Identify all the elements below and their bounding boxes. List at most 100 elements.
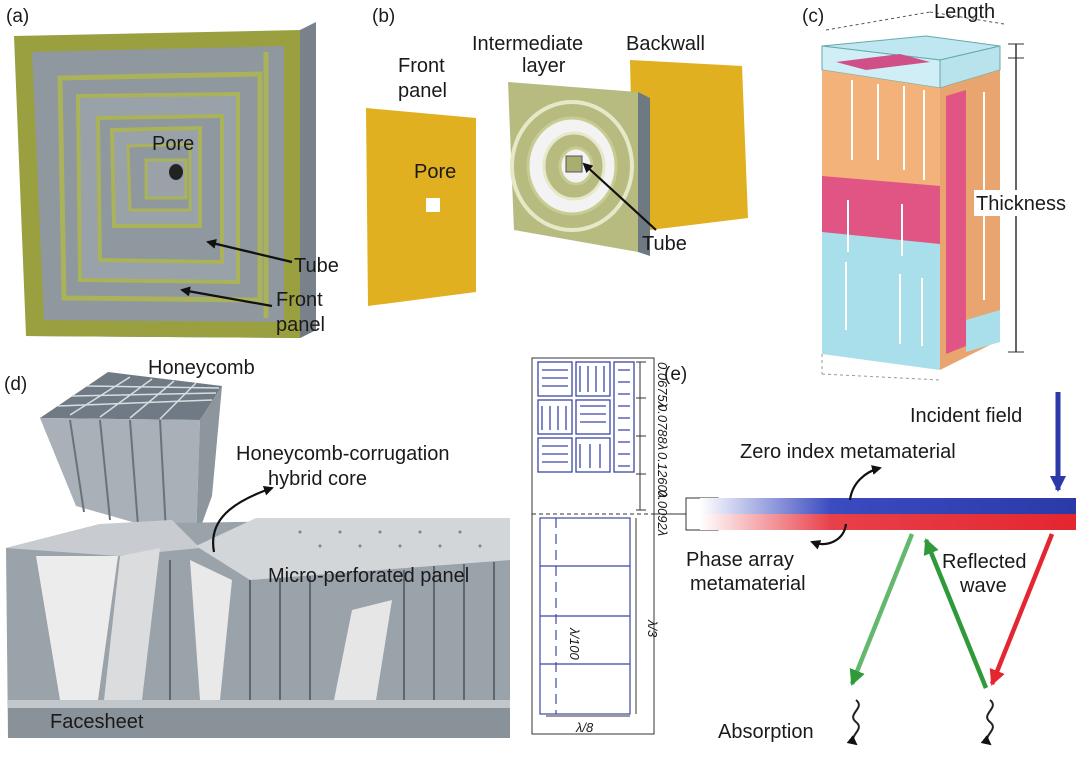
red-arrow [989,533,1055,686]
front-panel-plate [366,108,476,306]
reflected-label-1: Reflected [942,551,1027,573]
green-down-arrow [849,533,915,686]
honeycomb-rib [99,419,111,521]
panel-d: (d) Honeycomb [4,357,510,738]
perforation [318,544,322,548]
facesheet-top [8,700,510,708]
phase-array-label-2: metamaterial [690,573,806,595]
block-side [300,22,316,338]
panel-b-letter: (b) [372,6,395,27]
panel-a-pore-label: Pore [152,133,194,155]
spiral-ring [510,100,634,232]
micro-perforated-top [196,518,510,580]
panel-d-hybrid-label-1: Honeycomb-corrugation [236,443,449,465]
perforation [438,544,442,548]
panel-b: (b) Front panel Intermediate layer Backw… [366,6,748,306]
perforation [358,544,362,548]
facesheet [8,700,510,738]
panel-d-letter: (d) [4,374,27,395]
dim-lambda-8: λ/8 [575,720,594,735]
panel-e: 0.0675λ 0.0788λ 0.1260λ 0.0092λ λ/3 λ/10… [531,357,1076,746]
core-top [6,520,200,556]
dim-0.0788: 0.0788λ [655,404,670,450]
panel-c: (c) Length [802,1,1078,381]
phase-array-label-1: Phase array [686,549,794,571]
zero-index-label: Zero index metamaterial [740,441,956,463]
front-panel-arrow [180,286,273,308]
panel-b-pore-label: Pore [414,161,456,183]
panel-c-thickness-label: Thickness [976,193,1066,215]
top-grid [836,54,930,70]
intermediate-side [638,92,650,256]
panel-a-front-label-2: panel [276,314,325,336]
perforation [338,530,342,534]
panel-c-letter: (c) [802,6,824,27]
panel-e-letter: (e) [664,364,687,385]
absorption-label: Absorption [718,721,814,743]
panel-a-letter: (a) [6,6,29,27]
zero-index-bar [700,498,1076,514]
perforation [478,544,482,548]
honeycomb-side [196,386,222,540]
honeycomb-grid [71,392,217,397]
panel-c-length-label: Length [934,1,995,23]
honeycomb-grid [57,399,213,407]
honeycomb-top [40,372,222,420]
length-dim [929,11,1005,25]
dim-lambda-3: λ/3 [645,619,660,638]
honeycomb-front [40,418,200,540]
honeycomb-grid [159,382,197,420]
honeycomb-grid [69,376,131,416]
panel-b-front-label-2: panel [398,80,447,102]
backwall-plate [630,60,748,232]
tube-arrow [206,238,293,264]
honeycomb-rib [129,419,139,527]
zero-index-arrow [848,465,882,501]
honeycomb-rib [69,419,85,513]
hybrid-core-arrow [211,485,274,553]
pore-hole [169,164,183,180]
cyan-section [822,232,940,370]
corrugation-face [104,548,160,700]
length-dim [825,11,931,31]
side-pink [946,90,966,354]
tube-frame [57,71,263,303]
panel-b-tube-label: Tube [642,233,687,255]
phase-array-pattern [539,517,631,715]
panel-d-honeycomb-label: Honeycomb [148,357,255,379]
honeycomb-rib [159,419,167,533]
base-dash [821,373,941,381]
perforation [458,530,462,534]
corrugation-face [190,560,232,700]
tube-center [565,155,583,173]
panel-b-backwall-label: Backwall [626,33,705,55]
panel-a-tube-label: Tube [294,255,339,277]
dim-lambda-100: λ/100 [567,627,582,660]
perforation [378,530,382,534]
phase-array-arrow [810,523,848,550]
panel-a-front-label-1: Front [276,289,323,311]
dim-0.1260: 0.1260λ [655,452,670,498]
dim-0.0675: 0.0675λ [655,362,670,408]
reflected-label-2: wave [959,575,1007,597]
perforation [398,544,402,548]
absorption-wave [980,699,994,746]
front-pore [426,198,440,212]
honeycomb-grid [129,380,175,419]
absorption-wave [846,699,860,746]
panel-b-front-label-1: Front [398,55,445,77]
labyrinth-pattern [537,361,635,473]
incident-label: Incident field [910,405,1022,427]
panel-b-intermediate-label-1: Intermediate [472,33,583,55]
corrugation-face [36,556,118,700]
panel-d-facesheet-label: Facesheet [50,711,144,733]
perforation [418,530,422,534]
side-cyan [966,310,1000,352]
panel-a: (a) Pore Tube Front panel [6,6,339,338]
tube-arrow [582,162,657,231]
honeycomb-grid [99,378,153,418]
dim-0.0092: 0.0092λ [655,490,670,536]
perforation [298,530,302,534]
thickness-label-bg [974,190,1078,216]
